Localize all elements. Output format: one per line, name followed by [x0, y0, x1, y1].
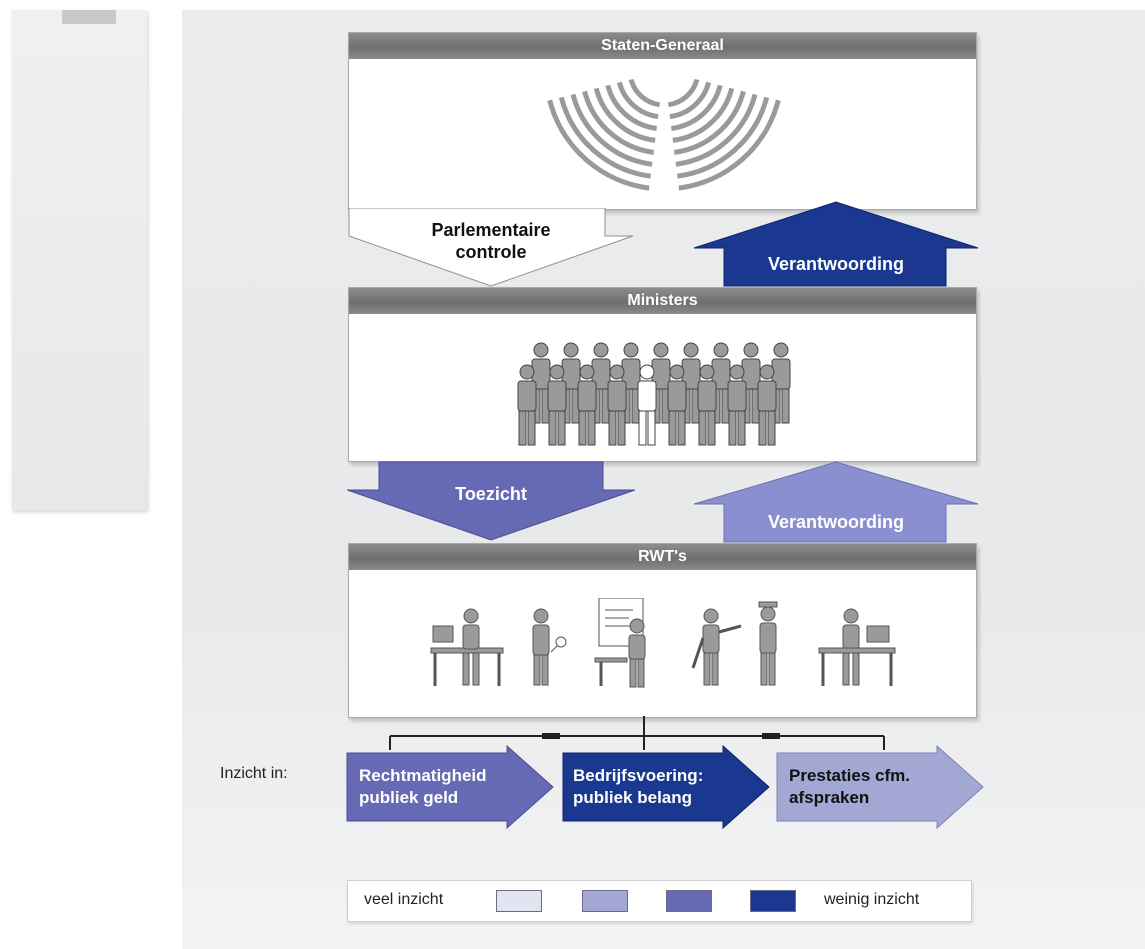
insight-prestaties-line2: afspraken — [789, 788, 869, 807]
minister-figure — [697, 364, 717, 446]
minister-figure — [517, 364, 537, 446]
parlementaire-controle-line1: Parlementaire — [431, 220, 550, 240]
legend-swatch-1 — [496, 890, 542, 912]
desk-worker-icon — [430, 608, 504, 686]
nurse-icon — [691, 608, 742, 686]
minister-figure — [651, 342, 671, 424]
parliament-seat-row — [605, 84, 658, 131]
parliament-seat-row — [669, 81, 712, 120]
parliament-seat-row — [570, 93, 653, 167]
desk-worker-icon — [818, 608, 896, 686]
legend-left-label: veel inzicht — [364, 891, 444, 908]
parliament-seat-row — [547, 99, 650, 191]
parliament-seat-row — [667, 78, 700, 108]
rwts-header: RWT's — [349, 544, 976, 570]
parliament-seat-row — [628, 78, 661, 108]
parliament-seat-row — [676, 96, 770, 179]
toezicht-arrow: Toezicht — [347, 461, 636, 541]
parliament-seat-row — [675, 93, 758, 167]
rwt-figures-icon — [430, 598, 896, 688]
police-officer-icon — [758, 601, 778, 686]
minister-figure — [577, 364, 597, 446]
verantwoording-mid-label: Verantwoording — [768, 512, 904, 532]
insight-arrow-bedrijfsvoering: Bedrijfsvoering: publiek belang — [562, 745, 770, 829]
parlementaire-controle-arrow: Parlementaire controle — [348, 208, 634, 287]
minister-figure — [757, 364, 777, 446]
parliament-seat-row — [582, 90, 655, 155]
minister-figure — [667, 364, 687, 446]
insight-prestaties-line1: Prestaties cfm. — [789, 766, 910, 785]
legend-right-label: weinig inzicht — [824, 891, 920, 908]
legend-swatch-4 — [750, 890, 796, 912]
verantwoording-top-label: Verantwoording — [768, 254, 904, 274]
staten-generaal-box: Staten-Generaal — [348, 32, 977, 210]
parliament-seat-row — [558, 96, 652, 179]
ministers-box: Ministers — [348, 287, 977, 462]
minister-figure — [727, 364, 747, 446]
legend: veel inzicht weinig inzicht — [347, 880, 972, 922]
minister-figure — [547, 364, 567, 446]
parliament-seat-row — [670, 84, 723, 131]
parliament-seat-row — [673, 90, 746, 155]
parliament-seat-row — [672, 87, 735, 143]
toezicht-label: Toezicht — [455, 484, 527, 504]
side-tab — [62, 10, 116, 24]
insight-rechtmatigheid-line1: Rechtmatigheid — [359, 766, 487, 785]
rwts-box: RWT's — [348, 543, 977, 718]
side-panel — [12, 10, 147, 510]
parliament-seat-row — [678, 99, 781, 191]
insight-bedrijfsvoering-line2: publiek belang — [573, 788, 692, 807]
staten-generaal-header: Staten-Generaal — [349, 33, 976, 59]
parliament-seats-icon — [547, 78, 781, 191]
insight-bedrijfsvoering-line1: Bedrijfsvoering: — [573, 766, 703, 785]
inzicht-label: Inzicht in: — [220, 765, 288, 782]
parliament-seat-row — [593, 87, 656, 143]
verantwoording-top-arrow: Verantwoording — [693, 201, 979, 287]
parliament-seat-row — [616, 81, 659, 120]
verantwoording-mid-arrow: Verantwoording — [693, 461, 979, 543]
minister-figure — [561, 342, 581, 424]
legend-swatch-3 — [666, 890, 712, 912]
ministers-header: Ministers — [349, 288, 976, 314]
insight-rechtmatigheid-line2: publiek geld — [359, 788, 458, 807]
inspector-magnifier-icon — [532, 608, 567, 686]
minister-figure — [637, 364, 657, 446]
minister-figure — [607, 364, 627, 446]
presenter-board-icon — [594, 598, 646, 688]
connector-lines — [389, 716, 885, 750]
legend-swatch-2 — [582, 890, 628, 912]
ministers-group-icon — [517, 342, 791, 446]
insight-arrow-rechtmatigheid: Rechtmatigheid publiek geld — [346, 745, 554, 829]
insight-arrow-prestaties: Prestaties cfm. afspraken — [776, 745, 984, 829]
parlementaire-controle-line2: controle — [455, 242, 526, 262]
